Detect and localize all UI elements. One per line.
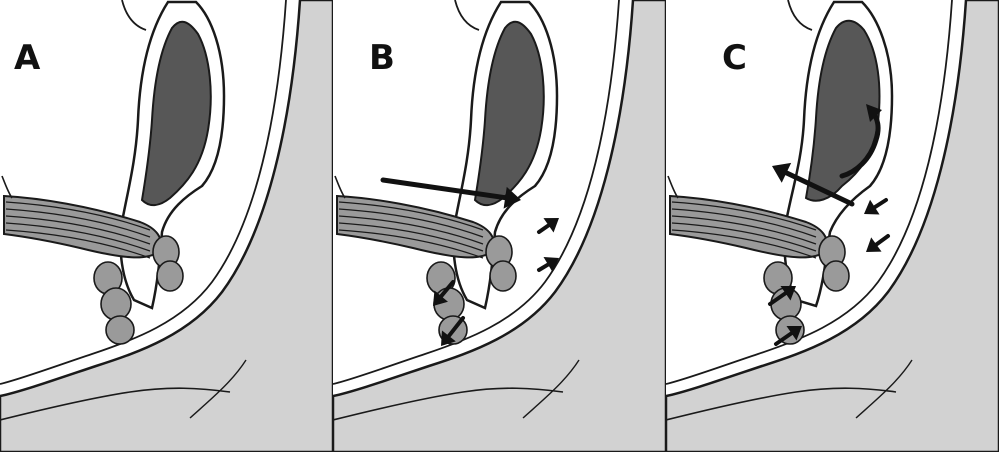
sphincter-lobe	[157, 261, 183, 291]
outward-arrow	[539, 218, 559, 233]
panel-a-label: A	[14, 38, 40, 78]
upper-curve	[122, 0, 146, 30]
panel-a: A	[0, 0, 333, 452]
sphincter-lobe	[823, 261, 849, 291]
upper-curve	[455, 0, 479, 30]
panel-c-label: C	[722, 38, 747, 78]
panel-c: C	[666, 0, 999, 452]
inward-arrow	[866, 236, 888, 252]
sphincter-lobe	[101, 288, 131, 320]
tendon-line	[2, 176, 12, 198]
sphincter-lobe	[106, 316, 134, 344]
panel-b-label: B	[369, 38, 395, 78]
inward-arrow	[864, 200, 886, 215]
tendon-line	[335, 176, 345, 198]
panel-c-illustration	[666, 0, 999, 452]
panel-a-illustration	[0, 0, 333, 452]
panel-b: B	[333, 0, 666, 452]
tendon-line	[668, 176, 678, 198]
sphincter-lobe	[490, 261, 516, 291]
upper-curve	[788, 0, 812, 30]
